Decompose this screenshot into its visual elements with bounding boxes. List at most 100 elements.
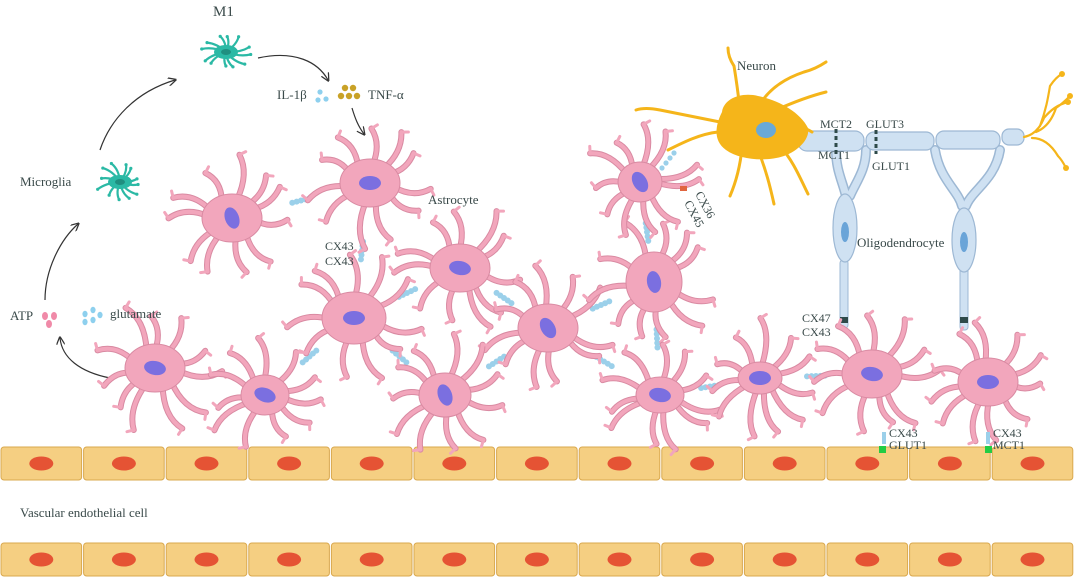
astrocyte-endfoot — [412, 151, 422, 158]
oligodendrocyte-process-left-fill — [832, 146, 850, 200]
endothelial-nucleus — [772, 552, 797, 567]
label-m1: M1 — [213, 4, 234, 20]
endothelial-nucleus — [1020, 552, 1045, 567]
astrocyte-endfoot — [264, 173, 275, 178]
astrocyte-endfoot — [317, 218, 328, 224]
gap-junction-bead — [606, 298, 613, 305]
astrocyte-endfoot — [369, 123, 379, 130]
astrocyte-endfoot — [357, 247, 367, 254]
astrocyte-endfoot — [934, 420, 945, 425]
astrocyte-endfoot — [182, 258, 193, 263]
microglia-tip — [205, 41, 209, 45]
microglia-tip — [124, 163, 128, 167]
endothelial-nucleus — [937, 456, 962, 471]
astrocyte-endfoot — [452, 205, 461, 214]
vessel-glut1-marker — [879, 446, 886, 453]
label-cx43-upper: CX43 — [325, 239, 354, 253]
microglia-tip — [224, 64, 228, 68]
astrocyte-endfoot — [339, 375, 349, 382]
gap-junction-bead — [654, 339, 661, 346]
label-microglia: Microglia — [20, 174, 71, 189]
astrocyte-endfoot — [528, 385, 539, 392]
astrocyte-endfoot — [550, 379, 559, 388]
astrocyte-endfoot — [125, 428, 136, 434]
gap-junction-bead — [663, 160, 669, 166]
astrocyte-endfoot — [228, 344, 234, 355]
microglia-tip — [136, 182, 140, 187]
cx36-junction-marker — [680, 186, 687, 191]
astrocyte-endfoot — [758, 312, 768, 320]
astrocyte-endfoot — [267, 259, 273, 270]
astrocyte-endfoot — [1038, 382, 1046, 392]
vascular-wall-top — [0, 446, 1074, 481]
astrocyte — [582, 215, 717, 344]
microglia-tip — [218, 34, 222, 38]
astrocyte-process-fill — [242, 407, 259, 449]
astrocyte-endfoot — [94, 342, 99, 352]
astrocyte-endfoot — [97, 379, 106, 388]
cx47-junction-left — [840, 317, 848, 323]
astrocyte-nucleus — [861, 366, 883, 382]
astrocyte-endfoot — [571, 274, 582, 279]
microglia-tip — [225, 35, 229, 39]
endothelial-nucleus — [690, 456, 715, 471]
astrocyte — [587, 119, 705, 239]
astrocyte-endfoot — [836, 318, 843, 328]
astrocyte-endfoot — [444, 318, 454, 325]
astrocyte-endfoot — [207, 366, 213, 377]
astrocyte-endfoot — [497, 360, 508, 366]
astrocyte — [477, 259, 617, 392]
axon-bouton-4 — [1063, 165, 1069, 171]
astrocyte-endfoot — [206, 426, 216, 432]
microglia-nucleus — [115, 179, 125, 185]
cx47-junction-right — [960, 317, 968, 323]
astrocyte-endfoot — [533, 259, 542, 268]
vascular-wall-bottom — [0, 542, 1074, 577]
endothelial-nucleus — [1020, 456, 1045, 471]
microglia-tip — [101, 166, 105, 170]
arrow-microglia-to-m1 — [99, 80, 175, 151]
endothelial-nucleus — [194, 552, 219, 567]
astrocyte-nucleus — [631, 171, 649, 193]
axon-terminal-arbor — [1022, 72, 1072, 170]
endothelial-nucleus — [29, 552, 54, 567]
astrocyte-process — [647, 191, 681, 225]
gap-junction-bead — [608, 363, 615, 370]
astrocyte-endfoot — [912, 421, 917, 432]
astrocyte-endfoot — [348, 249, 358, 257]
endothelial-nucleus — [772, 456, 797, 471]
astrocyte-process-fill — [769, 385, 805, 422]
astrocyte-endfoot — [240, 270, 249, 279]
microglia-cells — [96, 34, 253, 202]
oligodendrocyte-nucleus-right — [960, 232, 968, 252]
myelin-segment-3 — [935, 130, 1001, 150]
astrocyte-endfoot — [170, 189, 175, 200]
astrocyte-endfoot — [177, 426, 184, 436]
vessel-mct1-marker — [985, 446, 992, 453]
astrocyte-endfoot — [420, 327, 426, 337]
astrocyte-endfoot — [449, 446, 458, 455]
label-glut3: GLUT3 — [866, 117, 904, 131]
neuron — [634, 46, 828, 206]
astrocyte-endfoot — [285, 218, 293, 228]
arrow-astrocyte-to-atp — [60, 338, 111, 379]
astrocyte-endfoot — [604, 405, 614, 414]
microglia-cell — [200, 34, 253, 69]
label-mct1-axon: MCT1 — [818, 148, 850, 162]
astrocyte-nucleus — [343, 311, 365, 325]
astrocyte — [705, 312, 817, 442]
endothelial-nucleus — [690, 552, 715, 567]
astrocyte-endfoot — [808, 374, 816, 384]
gap-junction-bead — [644, 229, 650, 235]
astrocyte-endfoot — [704, 373, 714, 381]
astrocyte-endfoot — [199, 270, 210, 275]
axon-bouton-2 — [1065, 99, 1071, 105]
label-astrocyte: Astrocyte — [428, 192, 479, 207]
astrocyte-endfoot — [648, 442, 659, 449]
astrocyte-process-fill — [758, 316, 769, 368]
astrocyte-nucleus — [254, 387, 276, 403]
astrocyte-nucleus — [437, 384, 453, 406]
astrocyte-endfoot — [603, 423, 613, 430]
microglia-tip — [247, 45, 251, 49]
